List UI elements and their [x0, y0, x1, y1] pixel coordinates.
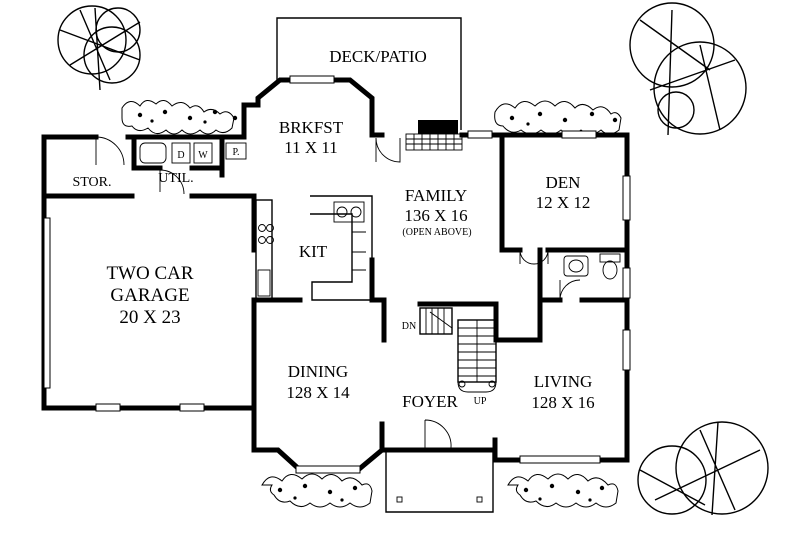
tree-top-left-icon: [57, 5, 141, 91]
pantry-label: P.: [233, 147, 240, 158]
staircase: [419, 307, 497, 393]
foyer-label: FOYER: [402, 392, 458, 411]
windows: [43, 75, 631, 474]
stairs-down-label: DN: [402, 321, 416, 332]
den-size: 12 X 12: [536, 193, 591, 212]
dining-size: 128 X 14: [286, 383, 350, 402]
breakfast-label: BRKFST: [279, 118, 344, 137]
garage-label-line1: TWO CAR: [106, 263, 193, 284]
washer-label: W: [198, 150, 208, 161]
stairs-up-label: UP: [474, 396, 487, 407]
shrubs-bottom-left-icon: [261, 473, 373, 508]
living-size: 128 X 16: [531, 393, 594, 412]
utility-label: UTIL.: [158, 171, 193, 186]
living-label: LIVING: [534, 372, 593, 391]
breakfast-size: 11 X 11: [284, 138, 338, 157]
storage-label: STOR.: [72, 175, 111, 190]
deck-patio: [276, 17, 462, 130]
shrubs-bottom-right-icon: [507, 473, 619, 508]
fireplace-icon: [405, 120, 463, 151]
garage-label-line2: GARAGE: [110, 285, 189, 306]
dining-label: DINING: [288, 362, 348, 381]
tree-bottom-right-icon: [637, 421, 769, 516]
shrubs-top-left-icon: [121, 100, 238, 135]
kitchen-label: KIT: [299, 242, 328, 261]
kitchen-counters: [255, 195, 373, 301]
family-label: FAMILY: [405, 186, 467, 205]
dryer-label: D: [177, 150, 184, 161]
doors: [95, 136, 581, 450]
family-note: (OPEN ABOVE): [402, 227, 471, 238]
front-porch: [385, 450, 494, 513]
utility-fixtures: [139, 142, 247, 164]
garage-size: 20 X 23: [119, 307, 180, 328]
deck-patio-label: DECK/PATIO: [329, 47, 427, 66]
den-label: DEN: [546, 173, 581, 192]
family-size: 136 X 16: [404, 206, 467, 225]
tree-top-right-icon: [629, 2, 747, 136]
powder-room-fixtures: [563, 253, 621, 280]
shrubs-top-right-icon: [494, 100, 622, 135]
